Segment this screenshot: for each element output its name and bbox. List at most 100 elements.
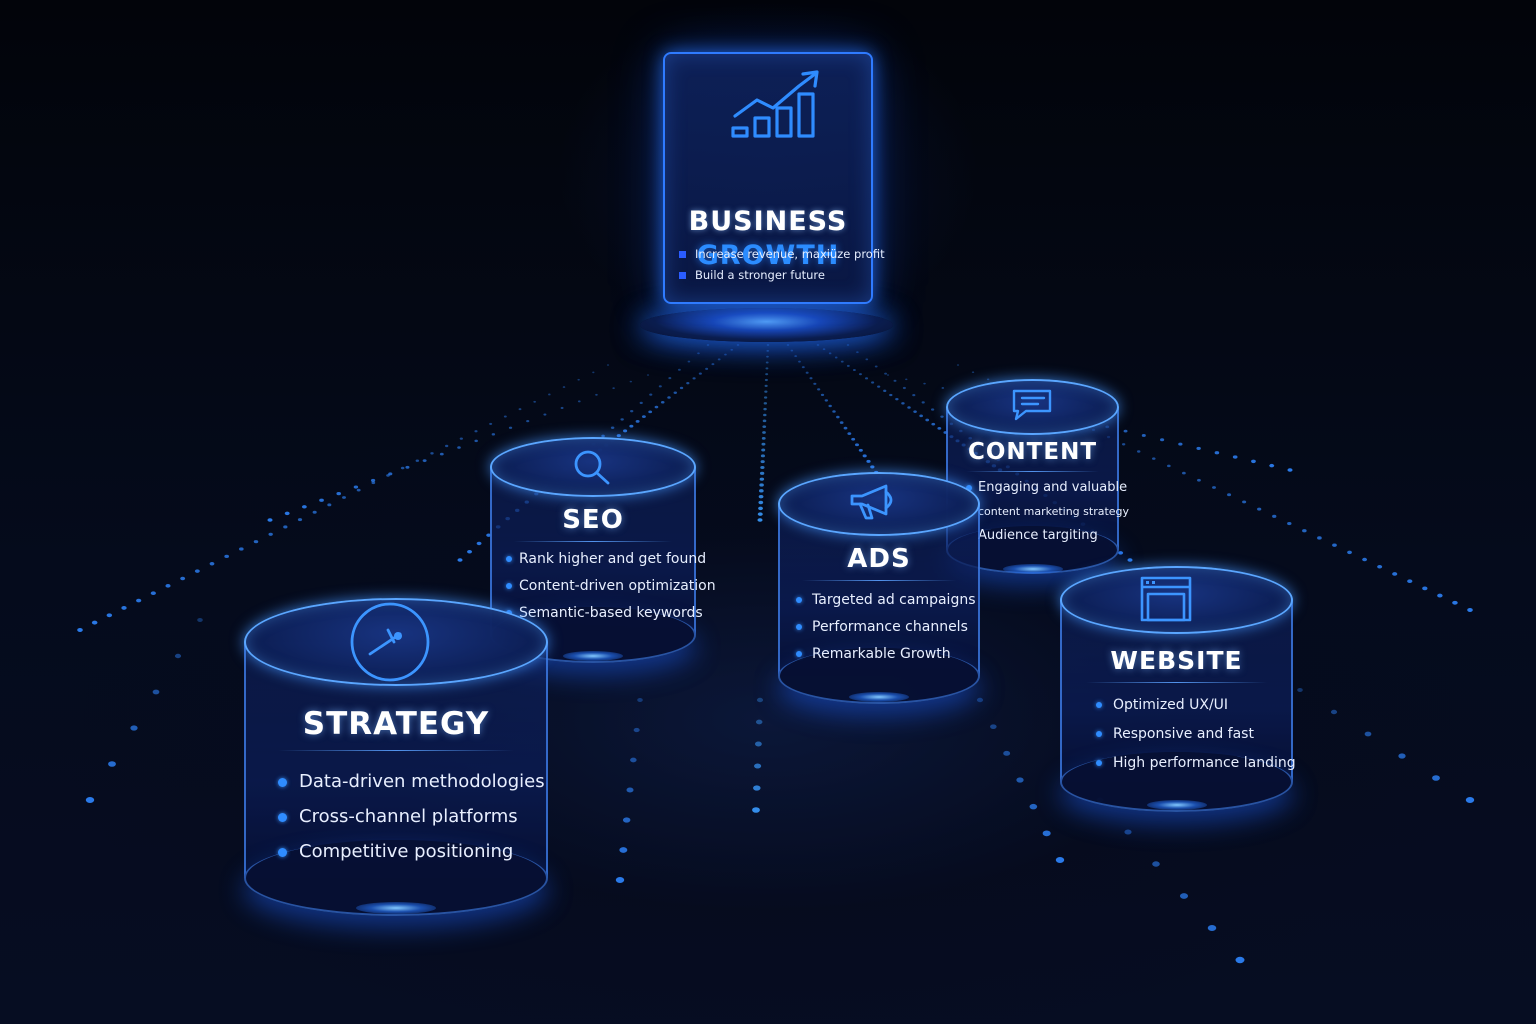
connector-dot bbox=[620, 418, 623, 420]
connector-dot bbox=[611, 426, 614, 428]
bullet-dot-icon bbox=[1096, 760, 1102, 766]
top-card-bullets: Increase revenue, maxiüze profit Build a… bbox=[679, 244, 885, 286]
connector-dot bbox=[616, 877, 624, 883]
cylinder-glow bbox=[356, 902, 436, 914]
connector-dot bbox=[86, 797, 94, 803]
connector-dot bbox=[855, 443, 859, 446]
connector-dot bbox=[1398, 753, 1405, 758]
connector-dot bbox=[92, 621, 98, 625]
connector-dot bbox=[1167, 465, 1171, 468]
connector-dot bbox=[667, 396, 671, 399]
connector-dot bbox=[477, 542, 482, 545]
connector-dot bbox=[730, 349, 733, 351]
cylinder-glow bbox=[1147, 800, 1207, 810]
connector-dot bbox=[283, 525, 287, 528]
connector-dot bbox=[457, 558, 462, 562]
connector-dot bbox=[405, 466, 409, 469]
list-item: Performance channels bbox=[796, 614, 976, 641]
connector-dot bbox=[467, 550, 472, 554]
connector-dot bbox=[543, 413, 546, 415]
connector-dot bbox=[1124, 430, 1128, 433]
list-item: High performance landing bbox=[1096, 749, 1296, 778]
strategy-title: STRATEGY bbox=[244, 706, 548, 742]
connector-dot bbox=[760, 472, 764, 475]
connector-dot bbox=[697, 352, 700, 354]
connector-dot bbox=[175, 654, 181, 658]
connector-dot bbox=[121, 606, 126, 610]
connector-dot bbox=[668, 377, 671, 379]
connector-dot bbox=[758, 501, 763, 504]
connector-dot bbox=[1365, 732, 1372, 737]
connector-dot bbox=[655, 406, 659, 409]
connector-dot bbox=[863, 454, 867, 457]
strategy-bullet-3: Competitive positioning bbox=[299, 841, 513, 862]
connector-dot bbox=[847, 365, 850, 367]
connector-dot bbox=[887, 374, 889, 376]
connector-dot bbox=[1297, 688, 1303, 692]
connector-dot bbox=[865, 358, 868, 360]
connector-dot bbox=[239, 547, 244, 550]
connector-dot bbox=[764, 391, 767, 393]
connector-dot bbox=[1043, 830, 1051, 836]
connector-dot bbox=[642, 415, 646, 418]
connector-dot bbox=[1257, 508, 1261, 511]
connector-dot bbox=[474, 440, 478, 443]
seo-divider bbox=[514, 541, 672, 542]
connector-dot bbox=[371, 479, 375, 482]
connector-dot bbox=[492, 433, 495, 435]
connector-dot bbox=[990, 724, 997, 729]
connector-dot bbox=[1127, 558, 1132, 562]
connector-dot bbox=[401, 467, 405, 470]
cylinder-glow bbox=[1003, 564, 1063, 574]
connector-dot bbox=[1003, 751, 1010, 756]
connector-dot bbox=[877, 386, 880, 388]
content-divider bbox=[966, 471, 1099, 472]
connector-dot bbox=[809, 377, 812, 379]
connector-dot bbox=[753, 785, 761, 790]
content-bullet-1: Engaging and valuable bbox=[978, 480, 1127, 495]
connector-dot bbox=[821, 394, 824, 396]
connector-dot bbox=[165, 584, 170, 588]
connector-dot bbox=[756, 720, 762, 725]
top-card-bullet-1: Increase revenue, maxiüze profit bbox=[695, 247, 885, 261]
connector-dot bbox=[895, 398, 898, 400]
connector-dot bbox=[627, 788, 634, 793]
connector-dot bbox=[623, 817, 630, 822]
connector-dot bbox=[764, 396, 767, 398]
compass-icon bbox=[348, 600, 432, 684]
connector-dot bbox=[766, 350, 769, 352]
connector-dot bbox=[752, 807, 760, 813]
bullet-dot-icon bbox=[796, 597, 802, 603]
connector-dot bbox=[913, 410, 917, 413]
connector-dot bbox=[445, 445, 448, 447]
connector-dot bbox=[354, 485, 358, 488]
bullet-dot-icon bbox=[1096, 731, 1102, 737]
connector-dot bbox=[823, 348, 826, 350]
connector-dot bbox=[577, 379, 579, 381]
connector-dot bbox=[699, 373, 702, 375]
connector-dot bbox=[563, 386, 566, 388]
connector-dot bbox=[761, 443, 765, 446]
connector-dot bbox=[865, 377, 868, 379]
connector-dot bbox=[1242, 500, 1246, 503]
connector-dot bbox=[423, 459, 427, 462]
connector-dot bbox=[937, 427, 941, 430]
connector-dot bbox=[688, 361, 691, 363]
list-item: Data-driven methodologies bbox=[278, 764, 545, 799]
list-item: Optimized UX/UI bbox=[1096, 691, 1296, 720]
connector-dot bbox=[884, 373, 887, 375]
connector-dot bbox=[533, 401, 536, 403]
connector-dot bbox=[686, 382, 689, 384]
connector-dot bbox=[1407, 579, 1412, 583]
connector-dot bbox=[678, 369, 681, 371]
connector-dot bbox=[851, 438, 855, 441]
connector-dot bbox=[1347, 551, 1352, 554]
seo-bullet-2: Content-driven optimization bbox=[519, 578, 716, 594]
connector-dot bbox=[871, 381, 874, 383]
connector-dot bbox=[1287, 522, 1291, 525]
connector-dot bbox=[1236, 957, 1245, 963]
ads-bullet-1: Targeted ad campaigns bbox=[812, 592, 976, 608]
seo-bullet-1: Rank higher and get found bbox=[519, 551, 706, 567]
list-item: Targeted ad campaigns bbox=[796, 587, 976, 614]
connector-dot bbox=[607, 364, 609, 366]
